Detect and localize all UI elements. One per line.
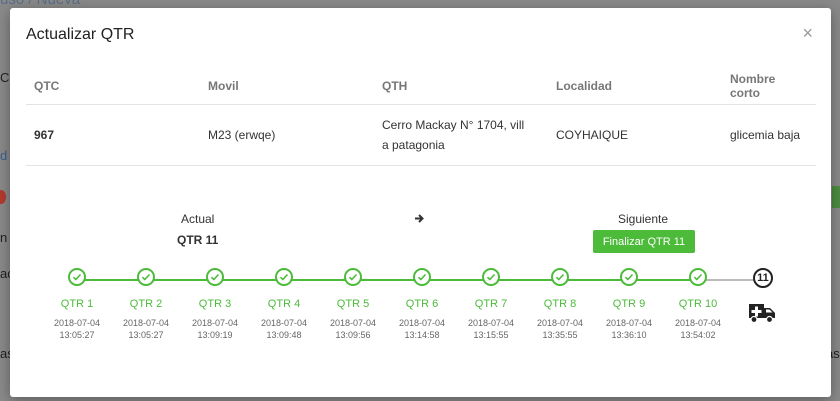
step-date: 2018-07-04 xyxy=(674,318,722,328)
ambulance-icon xyxy=(748,302,776,329)
qtc-table: QTC Movil QTH Localidad Nombre corto 967… xyxy=(26,68,816,166)
step-name: QTR 4 xyxy=(267,298,301,310)
step-timestamp: 2018-07-04 13:35:55 xyxy=(520,317,600,341)
timeline-step: QTR 4 2018-07-04 13:09:48 xyxy=(244,268,324,341)
table-row: 967 M23 (erwqe) Cerro Mackay N° 1704, vi… xyxy=(26,104,816,166)
timeline-step: QTR 9 2018-07-04 13:36:10 xyxy=(589,268,669,341)
background-text: n xyxy=(0,230,8,245)
modal-title: Actualizar QTR xyxy=(26,26,135,43)
step-timestamp: 2018-07-04 13:09:19 xyxy=(175,317,255,341)
step-name: QTR 9 xyxy=(612,298,646,310)
check-circle-icon xyxy=(551,268,569,286)
step-date: 2018-07-04 xyxy=(122,318,170,328)
timeline-completed-line xyxy=(77,279,697,281)
step-time: 13:14:58 xyxy=(404,330,440,340)
step-timestamp: 2018-07-04 13:09:48 xyxy=(244,317,324,341)
background-text: C xyxy=(0,70,10,85)
cell-qth-line2: a patagonia xyxy=(382,138,445,152)
close-icon[interactable]: × xyxy=(802,23,813,43)
step-date: 2018-07-04 xyxy=(260,318,308,328)
cell-qtc: 967 xyxy=(26,104,200,166)
next-label: Siguiente xyxy=(618,212,669,226)
step-time: 13:09:48 xyxy=(266,330,302,340)
check-circle-icon xyxy=(68,268,86,286)
timeline-step: QTR 1 2018-07-04 13:05:27 xyxy=(37,268,117,341)
step-timestamp: 2018-07-04 13:05:27 xyxy=(37,317,117,341)
cell-nombre-corto: glicemia baja xyxy=(722,104,816,166)
step-date: 2018-07-04 xyxy=(467,318,515,328)
step-name: QTR 6 xyxy=(405,298,439,310)
timeline-step: QTR 10 2018-07-04 13:54:02 xyxy=(658,268,738,341)
timeline-step: QTR 5 2018-07-04 13:09:56 xyxy=(313,268,393,341)
step-timestamp: 2018-07-04 13:09:56 xyxy=(313,317,393,341)
step-time: 13:15:55 xyxy=(473,330,509,340)
check-circle-icon xyxy=(275,268,293,286)
step-timestamp: 2018-07-04 13:15:55 xyxy=(451,317,531,341)
actual-label: Actual xyxy=(181,212,215,226)
column-header-qtc: QTC xyxy=(26,68,200,105)
step-timestamp: 2018-07-04 13:54:02 xyxy=(658,317,738,341)
arrow-right-icon xyxy=(414,212,425,227)
background-alert-dot xyxy=(0,190,6,204)
background-text: d xyxy=(0,148,8,163)
update-qtr-modal: Actualizar QTR × QTC Movil QTH Localidad… xyxy=(10,8,831,397)
step-name: QTR 5 xyxy=(336,298,370,310)
step-time: 13:09:56 xyxy=(335,330,371,340)
cell-localidad: COYHAIQUE xyxy=(548,104,722,166)
modal-header: Actualizar QTR × xyxy=(10,8,831,64)
background-green-tab xyxy=(832,186,840,208)
step-date: 2018-07-04 xyxy=(398,318,446,328)
finalize-qtr-button[interactable]: Finalizar QTR 11 xyxy=(593,230,695,253)
check-circle-icon xyxy=(689,268,707,286)
background-breadcrumb: uso / Nueva xyxy=(0,0,80,8)
step-date: 2018-07-04 xyxy=(191,318,239,328)
qtr-timeline: QTR 1 2018-07-04 13:05:27 QTR 2 2018-07-04 13… xyxy=(10,268,831,378)
check-circle-icon xyxy=(137,268,155,286)
step-name: QTR 2 xyxy=(129,298,163,310)
column-header-movil: Movil xyxy=(200,68,374,105)
timeline-step: QTR 3 2018-07-04 13:09:19 xyxy=(175,268,255,341)
timeline-step: QTR 7 2018-07-04 13:15:55 xyxy=(451,268,531,341)
step-time: 13:36:10 xyxy=(611,330,647,340)
step-timestamp: 2018-07-04 13:05:27 xyxy=(106,317,186,341)
step-time: 13:54:02 xyxy=(680,330,716,340)
check-circle-icon xyxy=(482,268,500,286)
timeline-step: QTR 6 2018-07-04 13:14:58 xyxy=(382,268,462,341)
step-time: 13:05:27 xyxy=(59,330,95,340)
column-header-nombre-corto: Nombre corto xyxy=(722,68,816,105)
step-timestamp: 2018-07-04 13:36:10 xyxy=(589,317,669,341)
timeline-step: QTR 8 2018-07-04 13:35:55 xyxy=(520,268,600,341)
step-time: 13:05:27 xyxy=(128,330,164,340)
current-step-circle: 11 xyxy=(753,268,773,288)
column-header-qth: QTH xyxy=(374,68,548,105)
timeline-pending-line xyxy=(697,279,764,281)
step-timestamp: 2018-07-04 13:14:58 xyxy=(382,317,462,341)
step-name: QTR 10 xyxy=(678,298,718,310)
step-time: 13:09:19 xyxy=(197,330,233,340)
step-name: QTR 3 xyxy=(198,298,232,310)
check-circle-icon xyxy=(413,268,431,286)
check-circle-icon xyxy=(620,268,638,286)
step-date: 2018-07-04 xyxy=(53,318,101,328)
step-name: QTR 1 xyxy=(60,298,94,310)
column-header-localidad: Localidad xyxy=(548,68,722,105)
timeline-step: QTR 2 2018-07-04 13:05:27 xyxy=(106,268,186,341)
check-circle-icon xyxy=(344,268,362,286)
step-time: 13:35:55 xyxy=(542,330,578,340)
cell-movil: M23 (erwqe) xyxy=(200,104,374,166)
actual-value: QTR 11 xyxy=(177,233,219,247)
table-header-row: QTC Movil QTH Localidad Nombre corto xyxy=(26,68,816,105)
step-name: QTR 7 xyxy=(474,298,508,310)
step-date: 2018-07-04 xyxy=(329,318,377,328)
step-date: 2018-07-04 xyxy=(605,318,653,328)
step-date: 2018-07-04 xyxy=(536,318,584,328)
step-name: QTR 8 xyxy=(543,298,577,310)
check-circle-icon xyxy=(206,268,224,286)
cell-qth-line1: Cerro Mackay N° 1704, vill xyxy=(382,118,525,132)
cell-qth: Cerro Mackay N° 1704, vill a patagonia xyxy=(374,104,548,166)
